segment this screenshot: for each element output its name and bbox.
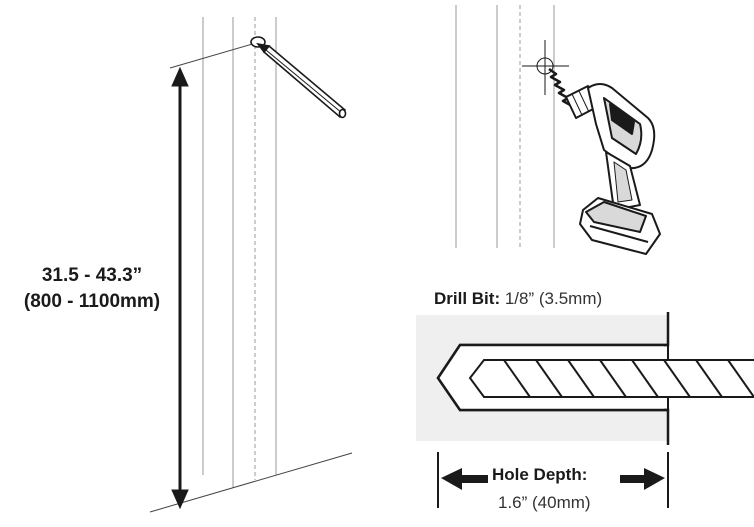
height-dimension-arrow (171, 66, 189, 510)
drill-bit-icon (468, 359, 754, 398)
pencil-icon (250, 36, 347, 119)
drill-icon (548, 67, 661, 255)
drill-bit-title: Drill Bit: (434, 289, 501, 308)
mounting-height-label: 31.5 - 43.3” (800 - 1100mm) (4, 263, 180, 315)
hole-depth-guides (437, 452, 669, 508)
hole-depth-value: 1.6” (40mm) (498, 493, 591, 512)
wall-post-left (202, 17, 277, 488)
mounting-height-mm: (800 - 1100mm) (23, 291, 161, 312)
mark-line (169, 42, 257, 69)
drill-bit-size: 1/8” (3.5mm) (504, 289, 603, 308)
crosshair-icon (522, 40, 569, 95)
floor-line (149, 452, 353, 513)
wall-post-right (455, 5, 555, 248)
mounting-height-inches: 31.5 - 43.3” (41, 265, 143, 286)
hole-depth-title: Hole Depth: (492, 465, 588, 484)
double-arrow-icon (441, 468, 665, 490)
drill-bit-label: Drill Bit: 1/8” (3.5mm) (434, 289, 602, 309)
